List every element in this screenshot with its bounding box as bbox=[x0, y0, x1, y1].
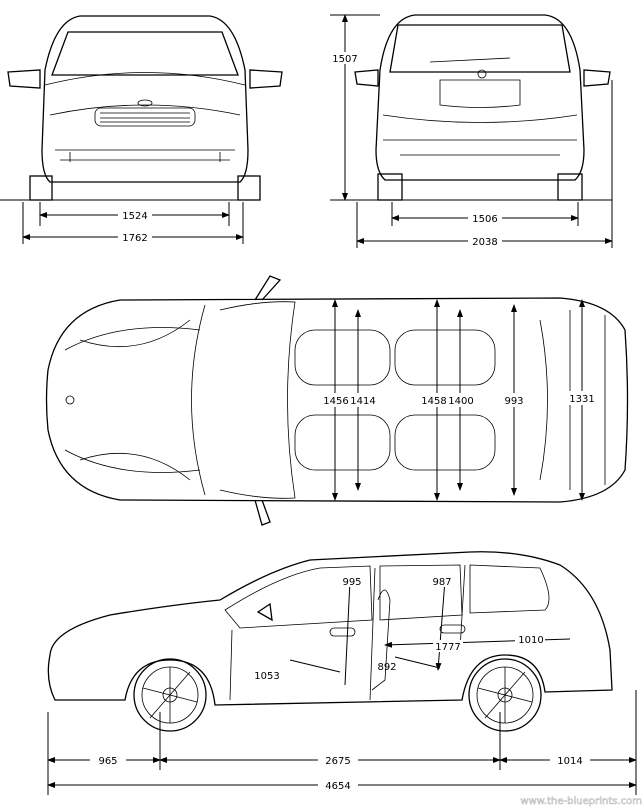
rear-track-label: 1506 bbox=[472, 214, 497, 225]
front-headroom-label: 995 bbox=[342, 577, 361, 588]
wheelbase-label: 2675 bbox=[325, 756, 350, 767]
rear-height-label: 1507 bbox=[332, 54, 357, 65]
watermark: www.the-blueprints.com bbox=[520, 796, 642, 807]
length-label: 4654 bbox=[325, 781, 350, 792]
rear-width-label: 1331 bbox=[569, 394, 594, 405]
trunk-width-label: 993 bbox=[504, 396, 523, 407]
top-view: 1456 1414 1458 1400 993 1331 bbox=[45, 275, 629, 526]
front-overhang-label: 965 bbox=[98, 756, 117, 767]
front-hip-label: 1414 bbox=[350, 396, 375, 407]
rear-headroom-label: 987 bbox=[432, 577, 451, 588]
interior-length-label: 1777 bbox=[435, 642, 460, 653]
rear-overhang-label: 1014 bbox=[557, 756, 582, 767]
front-view: 1524 1762 bbox=[0, 15, 283, 244]
front-width-label: 1762 bbox=[122, 233, 147, 244]
rear-shoulder-label: 1458 bbox=[421, 396, 446, 407]
front-legroom-label: 1053 bbox=[254, 671, 279, 682]
cargo-length-label: 1010 bbox=[518, 635, 543, 646]
front-shoulder-label: 1456 bbox=[323, 396, 348, 407]
rear-legroom-label: 892 bbox=[377, 662, 396, 673]
front-track-label: 1524 bbox=[122, 211, 147, 222]
rear-width-label: 2038 bbox=[472, 237, 497, 248]
side-view: 995 987 1010 1777 1053 892 965 2675 1014… bbox=[47, 551, 637, 795]
rear-hip-label: 1400 bbox=[448, 396, 473, 407]
rear-view: 1507 1506 2038 bbox=[330, 14, 613, 248]
